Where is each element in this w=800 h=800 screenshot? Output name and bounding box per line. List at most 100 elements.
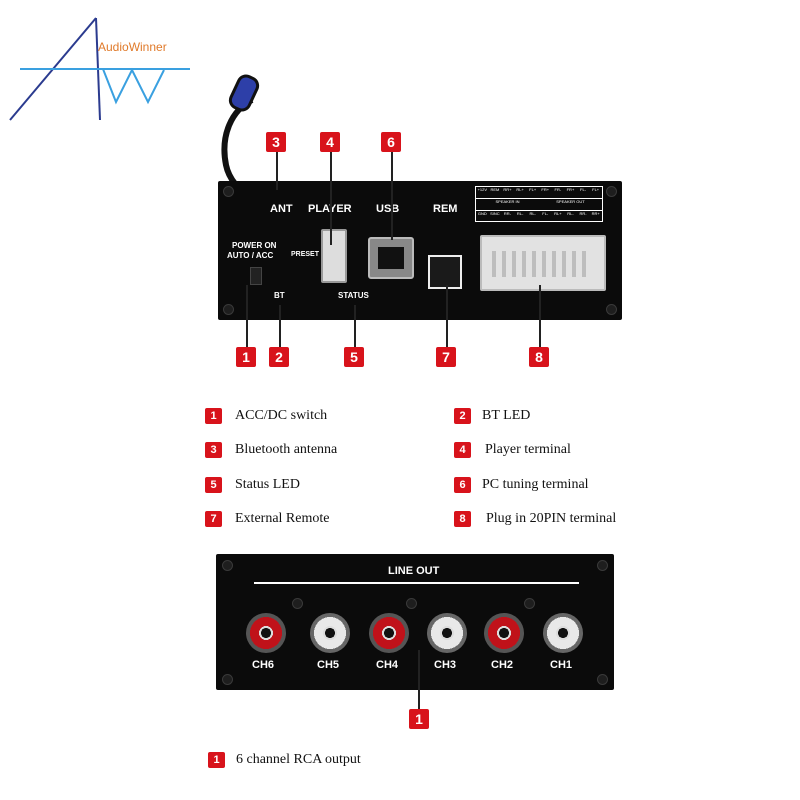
bt-label: BT — [274, 291, 285, 300]
callout-badge-8: 8 — [529, 347, 549, 367]
leader-line-4 — [330, 150, 332, 245]
grid-cell: RR+ — [589, 211, 602, 222]
power-on-label: POWER ON — [232, 241, 276, 250]
bottom-legend-badge: 1 — [208, 752, 225, 768]
connector-label-grid: +12V REM RR+ RL+ FL+ FR+ FR- FR+ FL- FL+… — [475, 186, 603, 222]
player-port[interactable] — [321, 229, 347, 283]
legend-text: BT LED — [482, 408, 530, 424]
grid-cell: FL- — [577, 187, 590, 198]
callout-badge-rca: 1 — [409, 709, 429, 729]
leader-line-rca — [418, 650, 420, 710]
screw-icon — [223, 304, 234, 315]
ant-label: ANT — [270, 203, 293, 215]
rca-ch4-jack[interactable] — [369, 613, 409, 653]
grid-cell: RL- — [526, 211, 539, 222]
bottom-legend-text: 6 channel RCA output — [236, 752, 361, 768]
callout-badge-2: 2 — [269, 347, 289, 367]
legend-text: Bluetooth antenna — [235, 442, 337, 458]
grid-cell: RR- — [501, 211, 514, 222]
rca-ch1-jack[interactable] — [543, 613, 583, 653]
grid-cell: REM — [489, 187, 502, 198]
leader-line-8 — [539, 285, 541, 347]
grid-cell: GND — [476, 211, 489, 222]
legend-text: Player terminal — [485, 442, 571, 458]
screw-icon — [606, 186, 617, 197]
20pin-terminal-pins — [492, 251, 592, 277]
legend-text: Status LED — [235, 477, 300, 493]
legend-badge: 3 — [205, 442, 222, 458]
screw-icon — [597, 560, 608, 571]
audiowinner-logo-icon — [8, 14, 198, 124]
grid-cell: RR- — [577, 211, 590, 222]
line-out-rule — [254, 582, 579, 584]
legend-badge: 8 — [454, 511, 471, 527]
screw-icon — [223, 186, 234, 197]
mount-hole-icon — [406, 598, 417, 609]
callout-badge-6: 6 — [381, 132, 401, 152]
preset-label: PRESET — [291, 251, 319, 258]
legend-text: ACC/DC switch — [235, 408, 327, 424]
callout-badge-1: 1 — [236, 347, 256, 367]
channel-label: CH5 — [317, 659, 339, 671]
leader-line-5 — [354, 305, 356, 347]
grid-cell: +12V — [476, 187, 489, 198]
usb-port-inner — [378, 247, 404, 269]
acc-dc-switch[interactable] — [250, 267, 262, 285]
legend: 1 ACC/DC switch 2 BT LED 3 Bluetooth ant… — [205, 408, 655, 533]
grid-cell: SINC — [489, 211, 502, 222]
rem-label: REM — [433, 203, 457, 215]
channel-label: CH4 — [376, 659, 398, 671]
leader-line-2 — [279, 305, 281, 347]
screw-icon — [597, 674, 608, 685]
legend-text: PC tuning terminal — [482, 477, 589, 493]
channel-label: CH1 — [550, 659, 572, 671]
rca-ch3-jack[interactable] — [427, 613, 467, 653]
leader-line-7 — [446, 285, 448, 347]
callout-badge-4: 4 — [320, 132, 340, 152]
grid-cell: RL- — [514, 211, 527, 222]
legend-text: Plug in 20PIN terminal — [486, 511, 616, 527]
callout-badge-7: 7 — [436, 347, 456, 367]
rca-ch5-jack[interactable] — [310, 613, 350, 653]
channel-label: CH6 — [252, 659, 274, 671]
legend-badge: 5 — [205, 477, 222, 493]
channel-label: CH2 — [491, 659, 513, 671]
leader-line-6 — [391, 150, 393, 240]
legend-badge: 4 — [454, 442, 471, 458]
screw-icon — [222, 674, 233, 685]
channel-label: CH3 — [434, 659, 456, 671]
brand-name: AudioWinner — [98, 40, 167, 54]
grid-cell: FR- — [552, 187, 565, 198]
line-out-title: LINE OUT — [388, 565, 439, 577]
grid-cell: RR+ — [501, 187, 514, 198]
callout-badge-5: 5 — [344, 347, 364, 367]
callout-badge-3: 3 — [266, 132, 286, 152]
grid-cell: FR+ — [539, 187, 552, 198]
status-label: STATUS — [338, 291, 369, 300]
top-panel: ANT PLAYER USB REM POWER ON AUTO / ACC P… — [218, 181, 622, 320]
grid-cell: SPEAKER IN — [476, 199, 539, 210]
usb-label: USB — [376, 203, 399, 215]
rem-connector[interactable] — [428, 255, 462, 289]
legend-badge: 1 — [205, 408, 222, 424]
grid-cell: FL+ — [589, 187, 602, 198]
leader-line-3 — [276, 150, 278, 190]
grid-cell: FL+ — [526, 187, 539, 198]
screw-icon — [222, 560, 233, 571]
leader-line-1 — [246, 285, 248, 347]
mount-hole-icon — [524, 598, 535, 609]
grid-cell: FL- — [539, 211, 552, 222]
line-out-panel: LINE OUT CH6 CH5 CH4 CH3 CH2 CH1 — [216, 554, 614, 690]
20pin-terminal[interactable] — [480, 235, 606, 291]
rca-ch2-jack[interactable] — [484, 613, 524, 653]
grid-cell: RL+ — [552, 211, 565, 222]
legend-badge: 6 — [454, 477, 471, 493]
grid-cell: SPEAKER OUT — [539, 199, 602, 210]
grid-cell: RL+ — [514, 187, 527, 198]
legend-badge: 7 — [205, 511, 222, 527]
grid-cell: FR+ — [564, 187, 577, 198]
auto-acc-label: AUTO / ACC — [227, 251, 273, 260]
usb-port[interactable] — [368, 237, 414, 279]
rca-ch6-jack[interactable] — [246, 613, 286, 653]
grid-cell: RL- — [564, 211, 577, 222]
